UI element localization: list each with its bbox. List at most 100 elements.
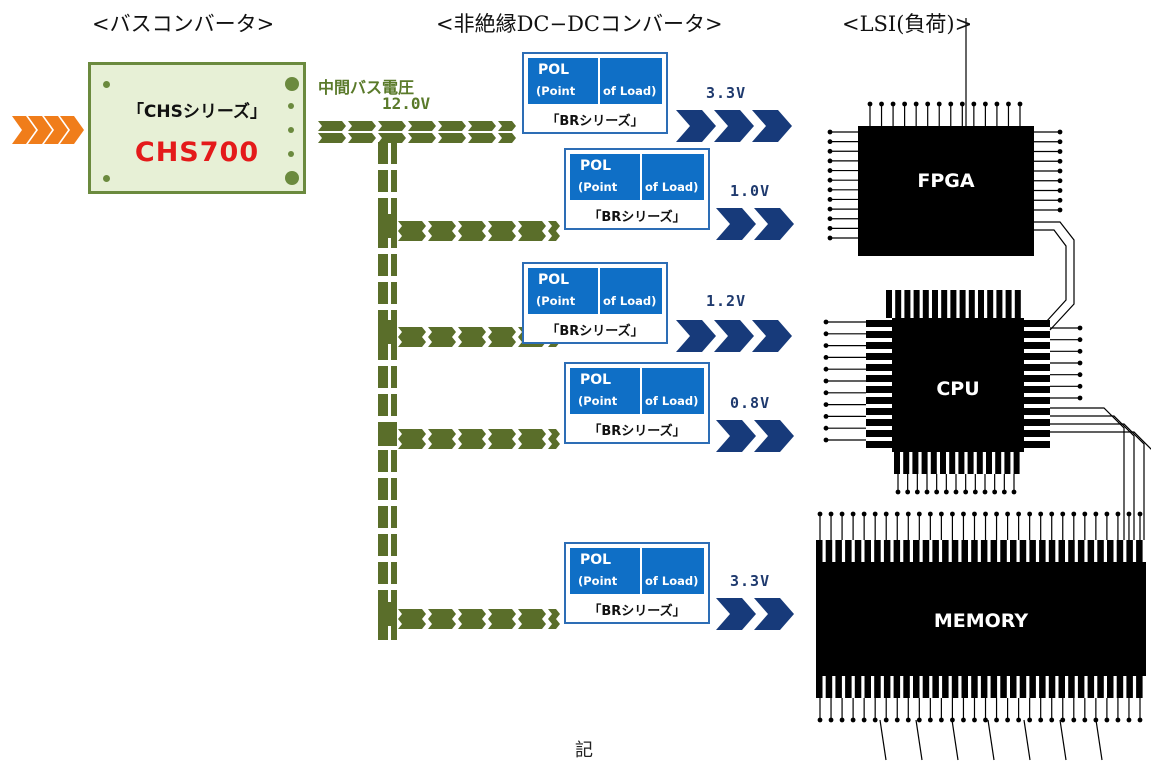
bus-branch-segment <box>398 609 426 619</box>
chip-pin-dot <box>1126 511 1132 517</box>
output-arrow <box>714 320 754 352</box>
memory-pad <box>1107 540 1114 562</box>
memory-pad <box>1068 676 1075 698</box>
output-voltage: 1.2V <box>706 292 747 310</box>
bus-branch-segment <box>458 609 486 619</box>
terminal-pin <box>285 77 299 91</box>
chip-pin-dot <box>982 101 988 107</box>
output-voltage: 0.8V <box>730 394 771 412</box>
chip-pin-dot <box>913 101 919 107</box>
bus-branch-segment <box>518 429 546 439</box>
bus-branch-segment <box>398 327 426 337</box>
memory-pad <box>971 676 978 698</box>
intermediate-bus-segment <box>438 121 466 131</box>
cpu-pad <box>1024 353 1050 360</box>
cpu-pad <box>904 290 911 318</box>
chip-pin-dot <box>1060 717 1066 723</box>
pol-module: POL (Point of Load) 「BRシリーズ」 <box>564 362 710 444</box>
memory-chip <box>816 562 1146 676</box>
cpu-pad <box>950 290 957 318</box>
memory-pad <box>971 540 978 562</box>
cpu-pad <box>913 290 920 318</box>
bus-trunk-segment <box>391 450 397 472</box>
output-arrow <box>752 320 792 352</box>
chip-pin-dot <box>1049 717 1055 723</box>
cpu-pad <box>1024 441 1050 448</box>
output-arrow <box>754 420 794 452</box>
intermediate-bus-segment <box>408 121 436 131</box>
memory-pad <box>1068 540 1075 562</box>
bus-branch-corner <box>378 320 397 344</box>
pol-title: POL <box>538 272 570 288</box>
memory-pad <box>961 676 968 698</box>
output-arrow <box>716 598 756 630</box>
output-arrow <box>716 208 756 240</box>
bus-branch-segment <box>398 221 426 231</box>
memory-pad <box>874 676 881 698</box>
chip-pin-dot <box>817 717 823 723</box>
bus-trunk-segment <box>391 618 397 640</box>
bus-branch-segment <box>548 221 560 231</box>
bus-branch-segment <box>428 439 456 449</box>
chip-pin-dot <box>1057 207 1063 213</box>
chip-pin-dot <box>827 187 833 193</box>
cpu-pad <box>866 441 892 448</box>
memory-pad <box>893 676 901 698</box>
bus-branch-segment <box>398 439 426 449</box>
bus-trunk-segment <box>391 478 397 500</box>
bus-branch-segment <box>458 439 486 449</box>
bus-branch-segment <box>428 327 456 337</box>
cpu-pad <box>866 375 892 382</box>
chip-pin-dot <box>936 101 942 107</box>
output-voltage: 1.0V <box>730 182 771 200</box>
cpu-pad <box>1024 320 1050 327</box>
bus-branch-segment <box>398 429 426 439</box>
memory-pad <box>1136 540 1143 562</box>
cpu-pad <box>996 290 1003 318</box>
memory-pad <box>922 676 930 698</box>
cpu-pad <box>894 452 900 474</box>
cpu-pad <box>1024 386 1050 393</box>
chip-pin-dot <box>983 511 988 517</box>
memory-pad <box>825 540 833 562</box>
chip-pin-dot <box>827 129 833 135</box>
memory-pad <box>1000 540 1007 562</box>
intermediate-bus-segment <box>378 133 406 143</box>
chip-pin-dot <box>827 197 833 202</box>
memory-pad <box>942 540 949 562</box>
chip-pin-dot <box>823 425 829 431</box>
bus-branch-segment <box>458 327 486 337</box>
memory-pad <box>864 676 871 698</box>
intermediate-bus-segment <box>318 133 346 143</box>
bus-trunk-segment <box>378 590 388 612</box>
chip-pin-dot <box>1005 717 1010 723</box>
cpu-pad <box>1013 452 1020 474</box>
chip-pin-dot <box>948 101 954 107</box>
bus-trunk-segment <box>378 366 388 388</box>
output-arrow <box>754 598 794 630</box>
memory-pad <box>883 676 891 698</box>
cpu-pad <box>986 452 992 474</box>
chip-pin-dot <box>1077 383 1083 389</box>
chip-pin-dot <box>1082 717 1088 723</box>
cpu-pad <box>1014 290 1021 318</box>
cpu-pad <box>912 452 919 474</box>
pol-subtitle-left: (Point <box>536 294 576 308</box>
bus-trunk-segment <box>391 282 397 304</box>
bus-branch-segment <box>398 337 426 347</box>
output-arrow <box>714 110 754 142</box>
chip-pin-dot <box>927 511 933 517</box>
input-arrow <box>28 116 52 144</box>
memory-pad <box>816 676 823 698</box>
chip-pin-dot <box>839 511 845 517</box>
chip-pin-dot <box>1057 188 1063 193</box>
pol-series: 「BRシリーズ」 <box>588 210 686 225</box>
chip-pin-dot <box>827 206 833 212</box>
bus-trunk-segment <box>391 562 397 584</box>
chip-pin-dot <box>994 101 1000 107</box>
cpu-pad <box>1004 452 1011 474</box>
memory-pad <box>1116 540 1124 562</box>
input-arrow <box>12 116 36 144</box>
pol-subtitle-left: (Point <box>578 180 618 194</box>
bus-trunk-segment <box>378 198 388 220</box>
